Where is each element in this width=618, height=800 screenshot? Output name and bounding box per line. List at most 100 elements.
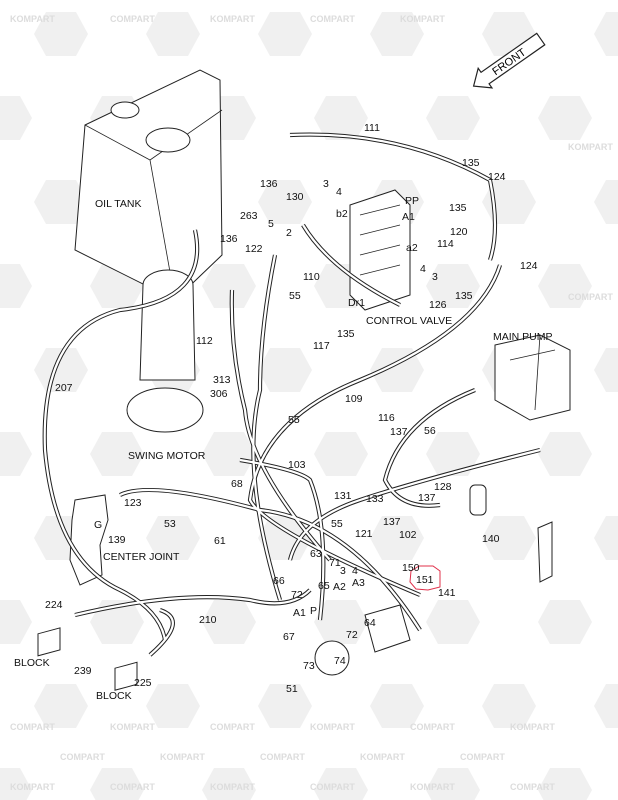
part-label: 64 <box>364 617 376 629</box>
watermark-logo-icon <box>90 432 144 476</box>
part-label: BLOCK <box>14 657 50 669</box>
watermark-layer: KOMPART COMPART KOMPART COMPART KOMPART COMPA… <box>10 14 613 792</box>
part-label: 5 <box>268 218 274 230</box>
swing-motor <box>126 269 204 433</box>
watermark-logo-icon <box>0 432 32 476</box>
part-label: 3 <box>323 178 329 190</box>
part-label: 126 <box>429 299 447 311</box>
valve-block-74 <box>364 604 411 653</box>
part-label: OIL TANK <box>95 198 142 210</box>
part-label: 67 <box>283 631 295 643</box>
watermark-logo-icon <box>538 768 592 800</box>
part-label: 136 <box>220 233 238 245</box>
center-joint <box>69 494 109 586</box>
part-label: 313 <box>213 374 231 386</box>
part-label: 151 <box>416 574 434 586</box>
watermark-text: KOMPART <box>110 722 155 732</box>
part-label: A3 <box>352 577 365 589</box>
watermark-logo-icon <box>202 768 256 800</box>
part-label: 120 <box>450 226 468 238</box>
watermark-text: COMPART <box>460 752 505 762</box>
watermark-logo-icon <box>426 432 480 476</box>
part-label: 61 <box>214 535 226 547</box>
part-label: 71 <box>329 557 341 569</box>
part-label: 55 <box>289 290 301 302</box>
watermark-text: COMPART <box>260 752 305 762</box>
part-label: 137 <box>418 492 436 504</box>
part-label: 102 <box>399 529 417 541</box>
part-label: 65 <box>318 580 330 592</box>
part-label: 103 <box>288 459 306 471</box>
block-part <box>114 661 138 691</box>
part-label: 135 <box>455 290 473 302</box>
bracket-part <box>537 521 553 583</box>
part-label: 128 <box>434 481 452 493</box>
watermark-logo-icon <box>0 264 32 308</box>
part-label: 3 <box>432 271 438 283</box>
watermark-logo-icon <box>370 684 424 728</box>
watermark-logo-icon <box>426 600 480 644</box>
part-label: G <box>94 519 102 531</box>
watermark-text: COMPART <box>568 292 613 302</box>
watermark-logo-icon <box>538 600 592 644</box>
watermark-logo-icon <box>314 768 368 800</box>
part-label: 140 <box>482 533 500 545</box>
part-label: 139 <box>108 534 126 546</box>
watermark-text: COMPART <box>410 722 455 732</box>
part-label: 207 <box>55 382 73 394</box>
watermark-text: KOMPART <box>510 722 555 732</box>
part-label: 123 <box>124 497 142 509</box>
part-label: MAIN PUMP <box>493 331 553 343</box>
part-label: 136 <box>260 178 278 190</box>
part-label: 122 <box>245 243 263 255</box>
watermark-logo-icon <box>594 180 618 224</box>
watermark-logo-icon <box>90 600 144 644</box>
part-label: b2 <box>336 208 348 220</box>
watermark-text: COMPART <box>510 782 555 792</box>
part-label: 124 <box>488 171 506 183</box>
watermark-text: KOMPART <box>210 14 255 24</box>
part-label: 131 <box>334 490 352 502</box>
watermark-logo-icon <box>258 12 312 56</box>
watermark-logo-icon <box>258 516 312 560</box>
part-label: 109 <box>345 393 363 405</box>
part-label: 66 <box>273 575 285 587</box>
watermark-logo-icon <box>258 180 312 224</box>
part-label: A1 <box>293 607 306 619</box>
part-label: P <box>310 605 317 617</box>
watermark-logo-icon <box>90 768 144 800</box>
watermark-logo-icon <box>0 768 32 800</box>
watermark-logo-icon <box>202 432 256 476</box>
watermark-logo-icon <box>370 348 424 392</box>
main-pump <box>494 334 571 421</box>
watermark-logo-icon <box>482 516 536 560</box>
part-label: 116 <box>378 412 395 424</box>
part-label: 68 <box>231 478 243 490</box>
watermark-text: KOMPART <box>10 14 55 24</box>
watermark-logo-icon <box>0 600 32 644</box>
part-label: 135 <box>337 328 355 340</box>
part-label: 124 <box>520 260 538 272</box>
watermark-logo-icon <box>258 684 312 728</box>
watermark-text: COMPART <box>110 14 155 24</box>
part-label: 53 <box>164 518 176 530</box>
watermark-text: COMPART <box>310 14 355 24</box>
watermark-logo-icon <box>202 600 256 644</box>
part-label: 112 <box>196 335 213 347</box>
watermark-logo-icon <box>594 12 618 56</box>
watermark-logo-icon <box>34 348 88 392</box>
part-label: A1 <box>402 211 415 223</box>
watermark-logo-icon <box>594 348 618 392</box>
watermark-logo-icon <box>314 600 368 644</box>
part-label: 224 <box>45 599 63 611</box>
watermark-logo-icon <box>34 684 88 728</box>
watermark-logo-icon <box>482 684 536 728</box>
part-label: 4 <box>352 565 358 577</box>
watermark-text: KOMPART <box>160 752 205 762</box>
watermark-logo-icon <box>594 516 618 560</box>
part-label: 130 <box>286 191 304 203</box>
part-label: 114 <box>437 238 454 250</box>
part-labels: OIL TANK11113512413613034263PP135A1b2120… <box>14 122 553 702</box>
watermark-text: KOMPART <box>568 142 613 152</box>
oil-tank <box>74 69 223 301</box>
